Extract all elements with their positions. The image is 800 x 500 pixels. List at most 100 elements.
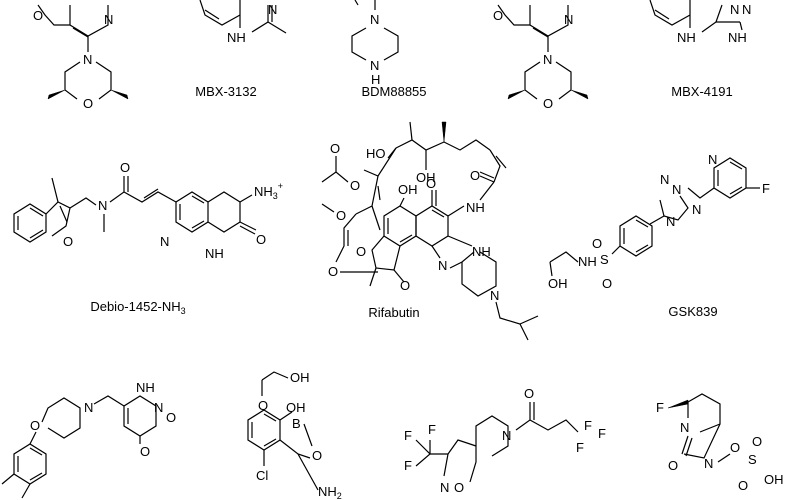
atom-s: S	[748, 452, 757, 467]
atom-o: O	[426, 176, 436, 191]
atom-n: N	[704, 456, 713, 471]
atom-h: H	[371, 72, 380, 87]
atom-n: N	[660, 172, 669, 187]
atom-oh: OH	[548, 276, 568, 291]
structure-rifabutin: HO OH O O O O OH O NH O	[321, 121, 539, 341]
atom-f: F	[428, 422, 436, 437]
atom-n: N	[440, 480, 449, 495]
atom-s: S	[600, 252, 609, 267]
atom-o: O	[668, 458, 678, 473]
atom-o: O	[336, 208, 346, 223]
compound-label-rifabutin: Rifabutin	[368, 305, 420, 320]
atom-o: O	[63, 234, 73, 249]
atom-nh: NH	[677, 30, 696, 45]
atom-o: O	[602, 276, 612, 291]
structure-bdm88855: N N H	[351, 0, 399, 87]
compound-label-mbx-3132: MBX-3132	[195, 84, 257, 99]
atom-o: O	[33, 8, 43, 23]
atom-o: O	[543, 96, 553, 111]
atom-n: N	[543, 52, 552, 67]
atom-n: N	[672, 182, 681, 197]
atom-oh: OH	[290, 370, 310, 385]
atom-f: F	[762, 181, 770, 196]
structure-spiro-isoxazoline: F F F N O N O F F F	[404, 386, 606, 495]
atom-o: O	[140, 444, 150, 459]
atom-o: O	[166, 410, 176, 425]
atom-oh: OH	[286, 400, 306, 415]
atom-nh2: NH2	[318, 484, 342, 500]
structure-mbx-4191-tetrazole: NH N N NH	[649, 0, 751, 45]
atom-o: O	[752, 434, 762, 449]
atom-n: N	[564, 12, 573, 27]
atom-o: O	[328, 264, 338, 279]
atom-o: O	[312, 448, 322, 463]
atom-nh: NH	[578, 254, 597, 269]
atom-cl: Cl	[256, 468, 268, 483]
atom-n: N	[502, 428, 511, 443]
structure-uracil-piperidine: O N NH N O O	[1, 380, 176, 499]
atom-o: O	[400, 278, 410, 293]
atom-ho: HO	[366, 146, 386, 161]
atom-o: O	[356, 244, 366, 259]
atom-o: O	[258, 398, 268, 413]
atom-nh: NH	[466, 200, 485, 215]
compound-label-mbx-4191: MBX-4191	[671, 84, 733, 99]
compound-label-gsk839: GSK839	[668, 304, 718, 319]
structure-mbx-left: N O N O	[33, 4, 129, 111]
atom-n: N	[83, 52, 92, 67]
atom-n: N	[84, 400, 93, 415]
atom-o: O	[330, 141, 340, 156]
compound-label-bdm88855: BDM88855	[361, 84, 427, 99]
atom-nh3: NH3+	[254, 181, 283, 201]
atom-n: N	[370, 58, 379, 73]
atom-b: B	[292, 416, 301, 431]
atom-n: N	[730, 2, 739, 17]
atom-n: N	[268, 2, 277, 17]
atom-nh: NH	[728, 30, 747, 45]
atom-n: N	[708, 152, 717, 167]
atom-n: N	[154, 400, 163, 415]
atom-n: N	[98, 198, 107, 213]
atom-o: O	[493, 8, 503, 23]
atom-f: F	[598, 426, 606, 441]
atom-nh: NH	[227, 30, 246, 45]
atom-o: O	[592, 236, 602, 251]
atom-nh: NH	[205, 246, 224, 261]
structure-benzoxaborole: OH O Cl OH B O NH2	[247, 370, 342, 500]
atom-f: F	[656, 400, 664, 415]
atom-n: N	[490, 288, 499, 303]
atom-f: F	[576, 440, 584, 455]
atom-o: O	[470, 168, 480, 183]
atom-n: N	[160, 234, 169, 249]
atom-oh: OH	[416, 170, 436, 185]
atom-nh: NH	[136, 380, 155, 395]
atom-n: N	[370, 12, 379, 27]
atom-o: O	[30, 418, 40, 433]
atom-o: O	[256, 232, 266, 247]
atom-n: N	[742, 2, 751, 17]
structure-diazabicyclooctane: F N O N O S O O OH	[656, 393, 784, 493]
atom-o: O	[83, 96, 93, 111]
structure-debio-1452: O N O N NH O NH3+	[13, 160, 283, 261]
atom-o: O	[350, 178, 360, 193]
atom-n: N	[680, 420, 689, 435]
atom-n: N	[104, 12, 113, 27]
atom-oh: OH	[764, 472, 784, 487]
atom-n: N	[438, 258, 447, 273]
atom-oh: OH	[398, 182, 418, 197]
atom-o: O	[738, 478, 748, 493]
structure-mbx-3132: NH N	[199, 0, 287, 45]
atom-o: O	[454, 480, 464, 495]
structure-mbx-4191-core: N O N O	[493, 4, 589, 111]
atom-o: O	[730, 440, 740, 455]
atom-f: F	[584, 418, 592, 433]
structure-gsk839: N F N N N N S O O NH OH	[548, 152, 770, 291]
atom-o: O	[120, 160, 130, 175]
atom-o: O	[524, 386, 534, 401]
atom-f: F	[404, 428, 412, 443]
atom-n: N	[692, 202, 701, 217]
atom-f: F	[404, 458, 412, 473]
atom-n: N	[666, 214, 675, 229]
compound-label-debio-1452: Debio-1452-NH3	[90, 299, 186, 316]
